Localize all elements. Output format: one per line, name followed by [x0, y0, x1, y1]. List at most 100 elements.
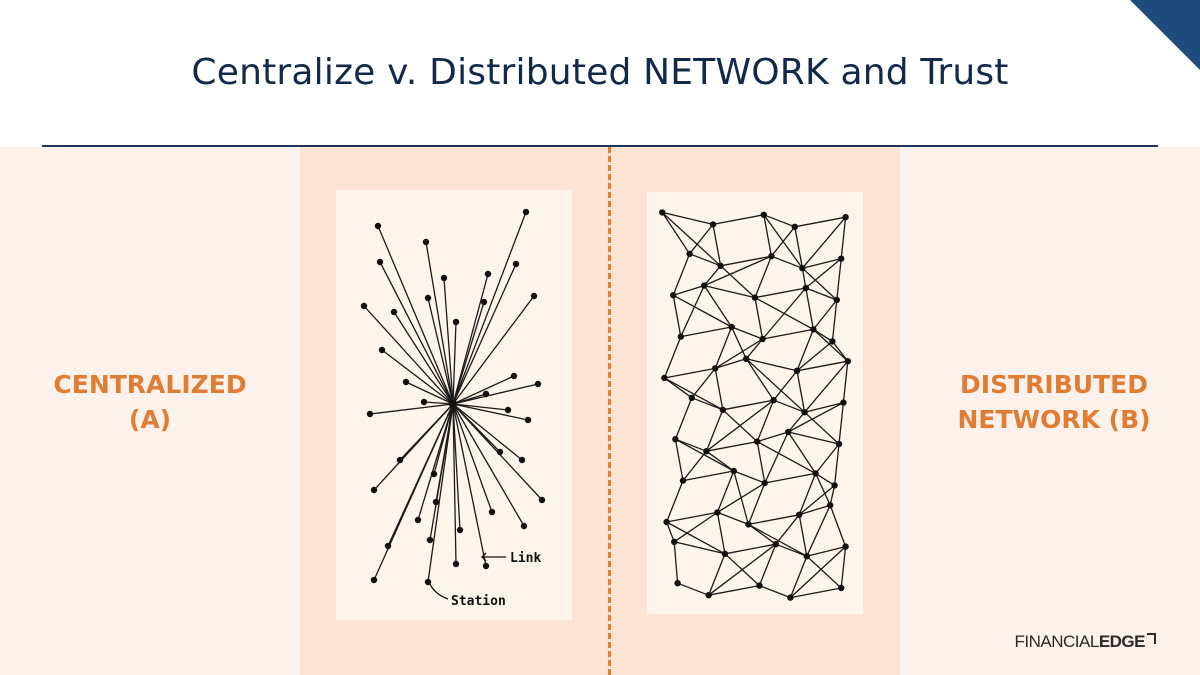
- distributed-node: [793, 367, 801, 374]
- distributed-node: [772, 541, 779, 548]
- distributed-node: [802, 284, 809, 292]
- centralized-link: [427, 403, 454, 583]
- centralized-station: [440, 274, 448, 282]
- distributed-link: [714, 326, 733, 369]
- distributed-link: [806, 545, 846, 557]
- distributed-link: [773, 370, 798, 401]
- centralized-link: [417, 403, 454, 521]
- distributed-link: [831, 341, 849, 362]
- distributed-label: DISTRIBUTED NETWORK (B): [904, 367, 1200, 437]
- logo-bracket-icon: [1147, 632, 1156, 644]
- distributed-link: [804, 401, 844, 413]
- distributed-link: [840, 546, 847, 589]
- centralized-label-line1: CENTRALIZED: [53, 370, 247, 399]
- dashed-divider: [608, 147, 611, 675]
- logo-text-bold: EDGE: [1098, 632, 1146, 651]
- distributed-node: [842, 543, 849, 550]
- centralized-station: [384, 542, 392, 550]
- distributed-link: [764, 472, 816, 484]
- distributed-node: [796, 511, 803, 518]
- distributed-node: [838, 584, 845, 592]
- distributed-link: [708, 543, 777, 596]
- distributed-node: [659, 209, 666, 216]
- distributed-link: [673, 511, 718, 543]
- distributed-link: [665, 480, 684, 523]
- distributed-link: [716, 470, 735, 513]
- distributed-link: [665, 521, 675, 543]
- distributed-network-diagram: [647, 192, 863, 614]
- centralized-link: [452, 375, 515, 405]
- distributed-link: [672, 295, 682, 337]
- centralized-station: [422, 238, 430, 246]
- distributed-link: [756, 399, 775, 442]
- distributed-link: [770, 226, 796, 257]
- distributed-node: [688, 394, 695, 401]
- distributed-link: [815, 472, 835, 486]
- distributed-link: [787, 411, 806, 433]
- distributed-link: [704, 284, 756, 299]
- distributed-link: [664, 367, 716, 379]
- centralized-link: [369, 403, 454, 415]
- distributed-node: [799, 265, 806, 272]
- centralized-link: [452, 263, 517, 405]
- centralized-link: [405, 381, 454, 405]
- centralized-label-line2: (A): [128, 405, 172, 434]
- distributed-nodes: [659, 209, 851, 601]
- distributed-node: [701, 282, 708, 289]
- centralized-link: [363, 305, 454, 405]
- centralized-link: [425, 241, 454, 405]
- distributed-node: [827, 502, 834, 509]
- centralized-station: [534, 380, 542, 388]
- distributed-link: [773, 399, 805, 413]
- distributed-link: [662, 211, 714, 226]
- distributed-link: [706, 440, 758, 452]
- centralized-station: [360, 302, 368, 310]
- corner-decoration: [1130, 0, 1200, 70]
- centralized-station: [374, 222, 382, 230]
- distributed-link: [806, 504, 831, 557]
- distributed-link: [716, 512, 726, 554]
- distributed-link: [673, 541, 679, 584]
- distributed-link: [682, 450, 707, 482]
- centralized-station: [530, 292, 538, 300]
- centralized-label: CENTRALIZED (A): [0, 367, 300, 437]
- distributed-link: [836, 258, 842, 301]
- distributed-link: [763, 214, 796, 228]
- distributed-node: [835, 440, 843, 448]
- distributed-link: [754, 297, 764, 340]
- distributed-node: [674, 580, 681, 587]
- centralized-station: [518, 456, 526, 464]
- distributed-node: [760, 211, 767, 218]
- distributed-link: [712, 214, 764, 226]
- distributed-node: [770, 397, 777, 404]
- distributed-link: [829, 485, 836, 506]
- distributed-link: [799, 504, 831, 516]
- distributed-link: [748, 514, 800, 526]
- centralized-station: [430, 470, 438, 478]
- distributed-link: [812, 299, 838, 330]
- distributed-link: [731, 326, 747, 360]
- distributed-link: [703, 255, 772, 287]
- centralized-station: [510, 372, 518, 380]
- distributed-link: [722, 399, 774, 411]
- distributed-node: [831, 482, 838, 489]
- centralized-station: [504, 406, 512, 414]
- distributed-link: [720, 265, 756, 299]
- link-label: Link: [510, 551, 541, 566]
- distributed-link: [680, 326, 732, 338]
- centralized-link: [423, 401, 454, 405]
- distributed-link: [789, 555, 808, 598]
- station-label: Station: [451, 594, 506, 609]
- centralized-station: [522, 208, 530, 216]
- distributed-link: [705, 409, 724, 452]
- distributed-node: [801, 409, 808, 416]
- distributed-link: [805, 287, 815, 330]
- distributed-link: [707, 553, 726, 596]
- distributed-link: [788, 431, 840, 445]
- distributed-node: [672, 436, 679, 443]
- distributed-link: [787, 431, 817, 474]
- centralized-link: [452, 403, 461, 531]
- distributed-link: [661, 212, 691, 255]
- centralized-station: [376, 258, 384, 266]
- central-hub: [449, 400, 457, 408]
